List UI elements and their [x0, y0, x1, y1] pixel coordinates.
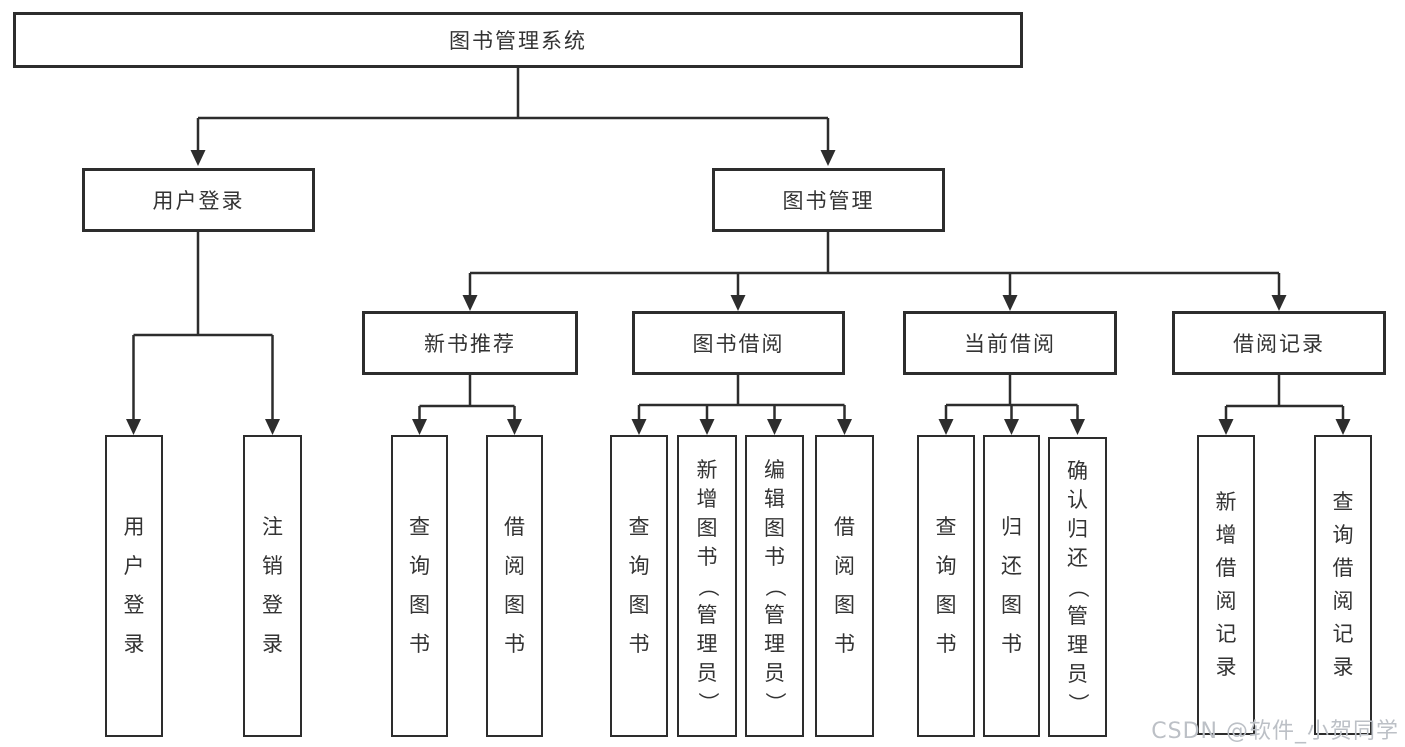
node-borrow-books-recommend: 借阅图书 [486, 435, 543, 737]
node-logout-leaf: 注销登录 [243, 435, 302, 737]
connector-book-management-sections [462, 232, 1287, 311]
node-current-borrow: 当前借阅 [903, 311, 1117, 375]
arrowhead-down [1335, 419, 1351, 435]
node-query-books-current: 查询图书 [917, 435, 975, 737]
node-user-login-leaf: 用户登录 [105, 435, 163, 737]
node-add-borrow-record: 新增借阅记录 [1197, 435, 1255, 735]
node-edit-book-admin: 编辑图书（管理员） [745, 435, 804, 737]
arrowhead-down [1070, 419, 1085, 435]
node-return-book: 归还图书 [983, 435, 1040, 737]
node-query-borrow-record: 查询借阅记录 [1314, 435, 1372, 735]
node-borrow-records: 借阅记录 [1172, 311, 1386, 375]
node-confirm-return-admin: 确认归还（管理员） [1048, 437, 1107, 737]
connector-records-children [1218, 375, 1351, 435]
node-book-management: 图书管理 [712, 168, 945, 232]
node-add-book-admin: 新增图书（管理员） [677, 435, 737, 737]
node-query-books-borrow: 查询图书 [610, 435, 668, 737]
arrowhead-down [730, 295, 746, 311]
csdn-watermark: CSDN @软件_小贺同学 [1151, 719, 1399, 744]
node-book-borrow: 图书借阅 [632, 311, 845, 375]
connector-current-children [938, 375, 1085, 435]
node-root: 图书管理系统 [13, 12, 1023, 68]
arrowhead-down [699, 419, 715, 435]
arrowhead-down [938, 419, 954, 435]
connector-root-to-level2 [190, 68, 836, 166]
node-query-books-recommend: 查询图书 [391, 435, 448, 737]
connector-user-login-children [126, 232, 280, 435]
arrowhead-down [820, 150, 836, 166]
arrowhead-down [190, 150, 206, 166]
node-user-login: 用户登录 [82, 168, 315, 232]
arrowhead-down [837, 419, 852, 435]
arrowhead-down [507, 419, 522, 435]
node-borrow-books-leaf: 借阅图书 [815, 435, 874, 737]
arrowhead-down [1271, 295, 1287, 311]
arrowhead-down [1218, 419, 1234, 435]
arrowhead-down [412, 419, 427, 435]
arrowhead-down [462, 295, 478, 311]
arrowhead-down [126, 419, 141, 435]
arrowhead-down [265, 419, 280, 435]
arrowhead-down [1002, 295, 1018, 311]
connector-borrow-children [631, 375, 852, 435]
connector-recommend-children [412, 375, 522, 435]
node-new-book-recommend: 新书推荐 [362, 311, 578, 375]
arrowhead-down [631, 419, 647, 435]
arrowhead-down [767, 419, 782, 435]
arrowhead-down [1004, 419, 1019, 435]
